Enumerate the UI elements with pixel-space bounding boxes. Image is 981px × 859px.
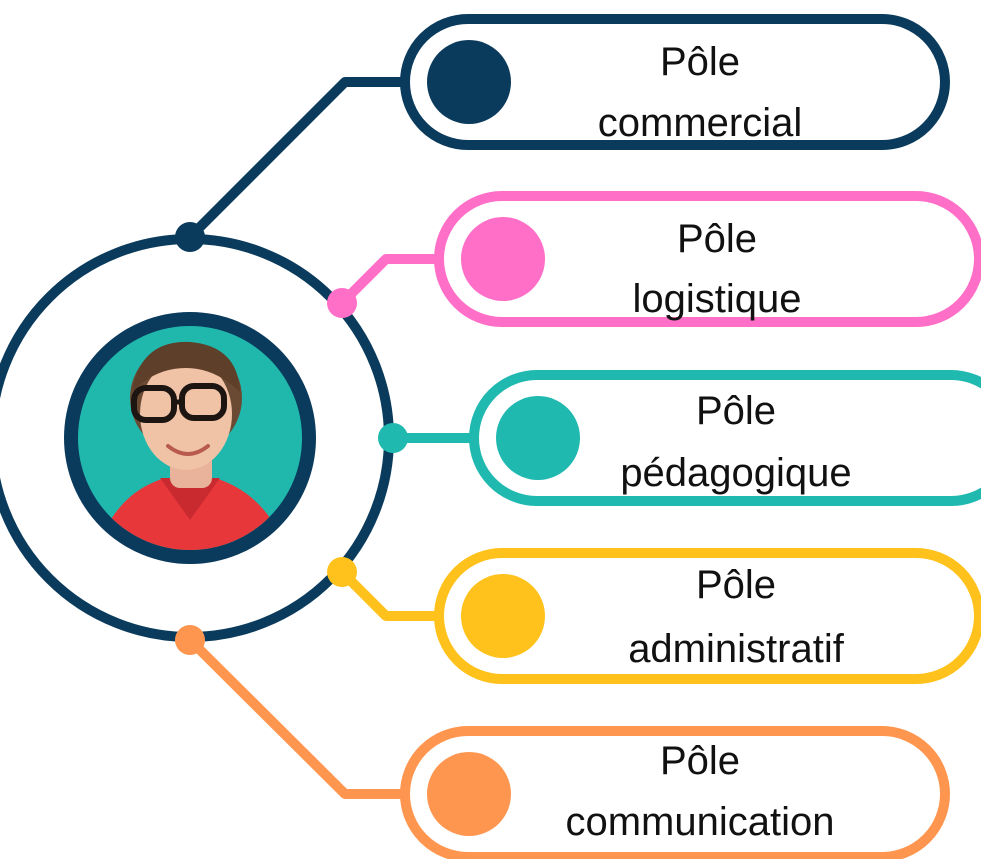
pill-pedagogique-line1: Pôle — [696, 389, 776, 433]
pill-logistique-line1: Pôle — [677, 217, 757, 261]
pill-commercial-line2: commercial — [598, 101, 802, 145]
center-portrait — [64, 312, 316, 564]
connector-dot-logistique — [327, 288, 357, 318]
bullet-icon — [461, 574, 545, 658]
pill-logistique-line2: logistique — [632, 277, 801, 321]
connector-logistique — [338, 254, 440, 307]
pill-communication-line2: communication — [565, 800, 834, 844]
connector-commercial — [186, 77, 412, 241]
connector-dot-administratif — [327, 557, 357, 587]
connector-administratif — [338, 568, 440, 621]
person-photo — [78, 326, 302, 550]
pill-communication-line1: Pôle — [660, 739, 740, 783]
pill-administratif-line1: Pôle — [696, 563, 776, 607]
pill-pedagogique-line2: pédagogique — [620, 451, 851, 495]
connector-dot-pedagogique — [378, 423, 408, 453]
bullet-icon — [427, 752, 511, 836]
pill-pedagogique: Pôle pédagogique — [469, 370, 981, 506]
pill-communication: Pôle communication — [400, 726, 950, 859]
connector-dot-communication — [175, 625, 205, 655]
bullet-icon — [427, 40, 511, 124]
pill-commercial-line1: Pôle — [660, 40, 740, 84]
bullet-icon — [496, 396, 580, 480]
connector-dot-commercial — [175, 222, 205, 252]
pill-logistique: Pôle logistique — [434, 191, 981, 327]
pill-administratif: Pôle administratif — [434, 548, 981, 684]
pill-commercial: Pôle commercial — [400, 14, 950, 150]
bullet-icon — [461, 217, 545, 301]
pill-administratif-line2: administratif — [628, 627, 845, 671]
connector-communication — [186, 636, 412, 799]
